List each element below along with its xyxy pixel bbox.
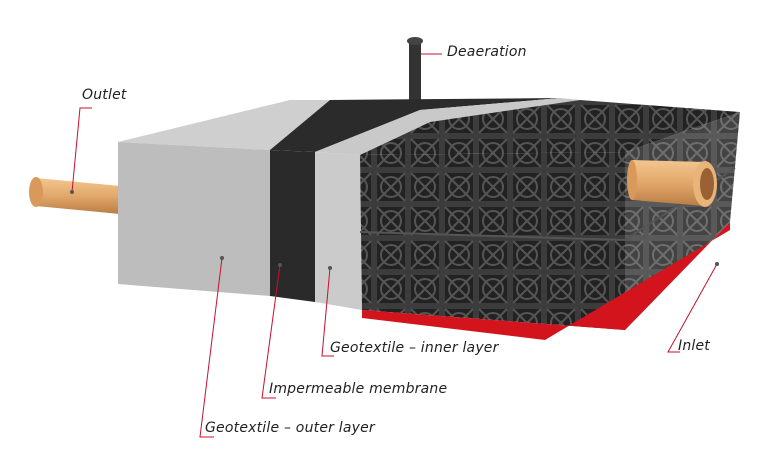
inner-geotextile-top <box>315 98 580 155</box>
outlet-pipe <box>29 177 120 214</box>
leader-dots <box>70 190 719 270</box>
label-inlet: Inlet <box>678 338 710 354</box>
base-plate <box>362 222 730 340</box>
geotextile-outer-face <box>118 142 270 296</box>
label-geotextile-inner: Geotextile – inner layer <box>330 340 499 356</box>
label-impermeable-membrane: Impermeable membrane <box>269 381 448 397</box>
leader-outer <box>199 257 223 438</box>
geotextile-top <box>118 100 330 150</box>
membrane-face <box>270 150 315 302</box>
geotextile-inner-face <box>315 152 362 310</box>
label-outlet: Outlet <box>82 87 127 103</box>
crates-front <box>360 152 625 330</box>
label-geotextile-outer: Geotextile – outer layer <box>205 420 375 436</box>
leader-inner <box>321 267 334 357</box>
membrane-top <box>270 98 560 152</box>
inlet-pipe <box>627 160 717 207</box>
leader-inlet <box>667 263 718 353</box>
crates-top <box>360 100 740 155</box>
leader-outlet <box>71 107 92 193</box>
deaeration-pipe <box>407 37 423 104</box>
label-deaeration: Deaeration <box>447 44 527 60</box>
leader-membrane <box>261 264 281 399</box>
leader-lines <box>71 53 718 438</box>
